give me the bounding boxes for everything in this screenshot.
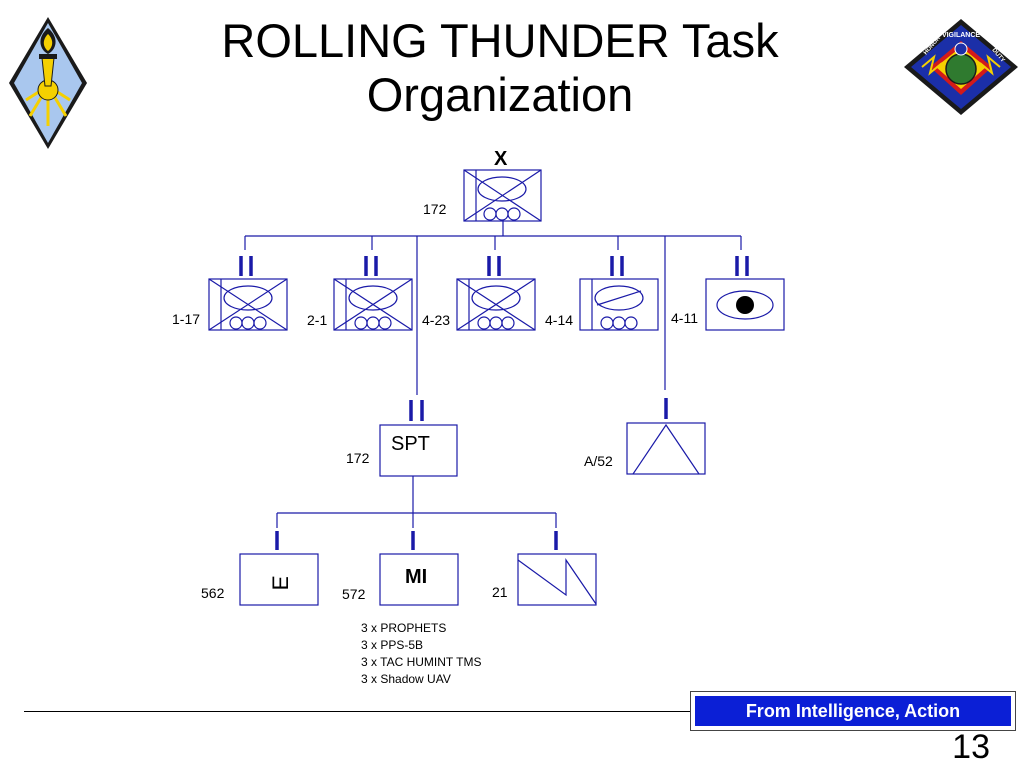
battalion-symbol-4-14 (579, 278, 659, 331)
artillery-battery-symbol (626, 422, 706, 475)
page-number: 13 (952, 728, 990, 766)
brigade-hq-symbol (463, 169, 542, 222)
title-line-2: Organization (366, 68, 634, 121)
battalion-symbol-4-11 (705, 278, 785, 331)
svg-text:VIGILANCE: VIGILANCE (942, 32, 980, 39)
engineer-company-symbol (239, 553, 319, 606)
battalion-label-3: 4-23 (422, 312, 451, 328)
company-label-1: 562 (201, 585, 225, 601)
battalion-label-1: 1-17 (172, 311, 201, 327)
unit-crest-icon: VIGILANCE HONOR DUTY (904, 19, 1018, 115)
equipment-item: 3 x Shadow UAV (361, 672, 451, 686)
equipment-item: 3 x PPS-5B (361, 638, 424, 652)
hq-label: 172 (423, 201, 447, 217)
company-label-2: 572 (342, 586, 366, 602)
engineer-symbol-text: E (267, 575, 293, 591)
equipment-item: 3 x PROPHETS (361, 621, 447, 635)
company-label-3: 21 (492, 584, 508, 600)
mi-company-symbol (379, 553, 459, 606)
mi-symbol-text: MI (405, 566, 428, 588)
battalion-label-2: 2-1 (307, 312, 328, 328)
battalion-label-4: 4-14 (545, 312, 574, 328)
support-battalion-symbol (379, 424, 458, 477)
motto-banner: From Intelligence, Action (690, 691, 1016, 731)
signal-company-symbol (517, 553, 597, 606)
title-line-1: ROLLING THUNDER Task (221, 14, 779, 67)
footer-separator (24, 711, 690, 712)
battalion-symbol-2-1 (333, 278, 413, 331)
support-label: 172 (346, 450, 370, 466)
artillery-label: A/52 (584, 453, 613, 469)
slide-title: ROLLING THUNDER Task Organization (110, 14, 890, 122)
torch-insignia-icon (9, 17, 87, 149)
hq-echelon-mark: X (494, 148, 508, 170)
battalion-label-5: 4-11 (671, 310, 698, 326)
battalion-symbol-1-17 (208, 278, 288, 331)
support-symbol-text: SPT (391, 433, 430, 455)
equipment-item: 3 x TAC HUMINT TMS (361, 655, 482, 669)
motto-banner-text: From Intelligence, Action (695, 696, 1011, 726)
battalion-symbol-4-23 (456, 278, 536, 331)
equipment-list: 3 x PROPHETS 3 x PPS-5B 3 x TAC HUMINT T… (361, 620, 481, 688)
